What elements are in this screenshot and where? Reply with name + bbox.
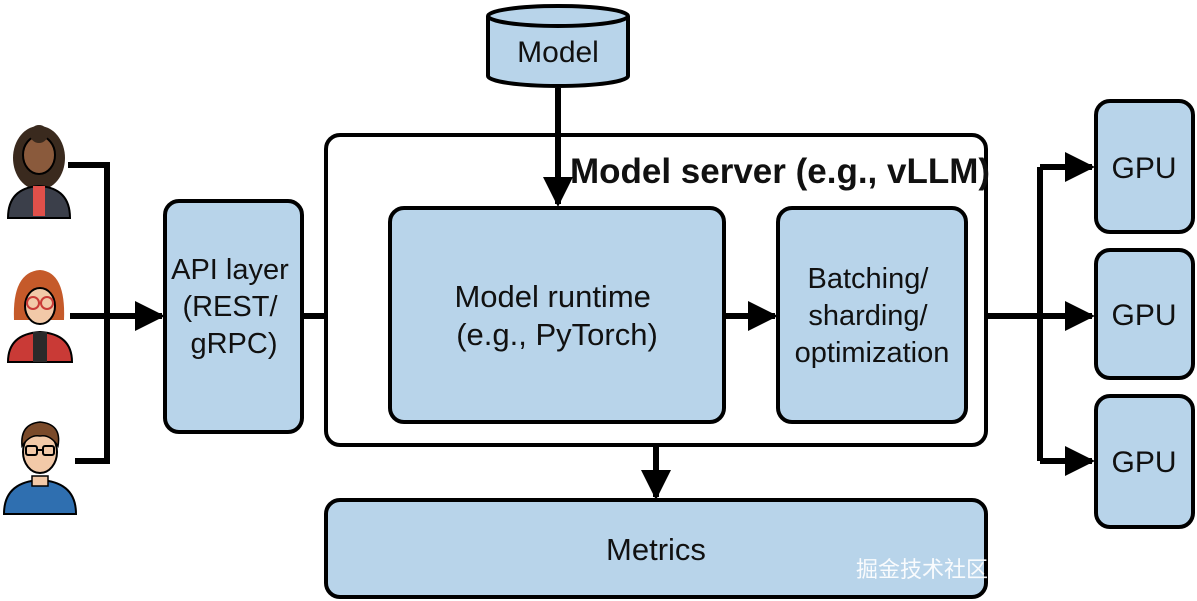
model-runtime-box: Model runtime (e.g., PyTorch) <box>388 206 726 424</box>
model-database-icon: Model <box>486 4 630 88</box>
watermark-text: 掘金技术社区 @ 数据智能老司机 <box>856 558 1178 583</box>
metrics-box: Metrics <box>324 498 988 599</box>
user-connectors <box>68 162 110 464</box>
batching-box: Batching/ sharding/ optimization <box>776 206 968 424</box>
gpu-box-3: GPU <box>1094 394 1195 529</box>
gpu-label: GPU <box>1111 152 1176 185</box>
gpu-label: GPU <box>1111 299 1176 332</box>
server-to-gpu-connectors <box>986 167 1043 461</box>
gpu-label: GPU <box>1111 446 1176 479</box>
user-avatar-man-glasses-icon <box>2 421 78 515</box>
metrics-label: Metrics <box>606 532 706 567</box>
api-layer-label: API layer (REST/ gRPC) <box>171 254 297 360</box>
user-avatar-woman-icon <box>6 125 72 219</box>
gpu-box-1: GPU <box>1094 99 1195 234</box>
model-server-label: Model server (e.g., vLLM) <box>570 152 990 191</box>
user-avatar-woman-glasses-icon <box>6 270 74 363</box>
gpu-box-2: GPU <box>1094 248 1195 380</box>
batching-label: Batching/ sharding/ optimization <box>795 263 950 369</box>
model-store-label: Model <box>517 36 599 69</box>
api-layer-box: API layer (REST/ gRPC) <box>163 199 304 434</box>
model-runtime-label: Model runtime (e.g., PyTorch) <box>454 279 659 352</box>
